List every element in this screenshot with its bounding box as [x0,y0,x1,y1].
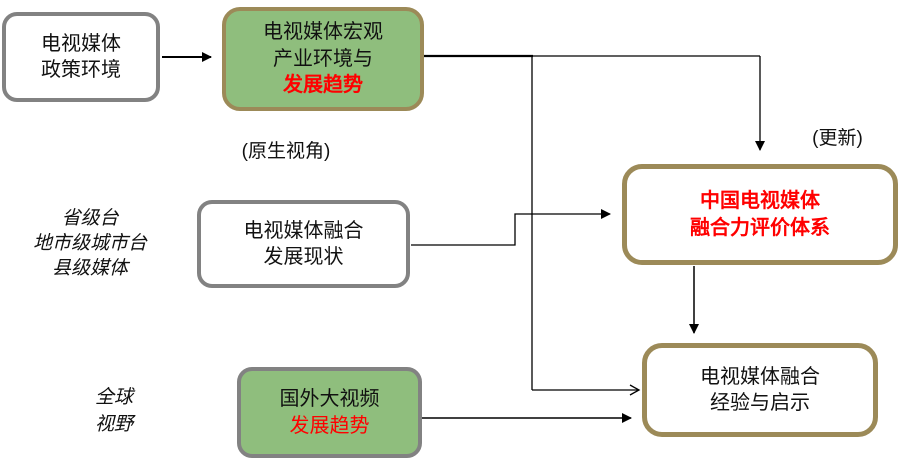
box-evaluation-system: 中国电视媒体 融合力评价体系 [622,164,898,265]
box-macro-industry-environment: 电视媒体宏观 产业环境与 发展趋势 [222,7,424,111]
label-level-county: 县级媒体 [51,258,128,279]
open-arrowhead-branch-to-experience [629,384,641,396]
box-status-line1: 电视媒体融合 [243,219,364,242]
box-policy-line1: 电视媒体 [41,32,121,55]
box-overseas-video: 国外大视频 发展趋势 [237,367,422,458]
box-experience-line2: 经验与启示 [710,392,810,414]
box-macro-line2: 产业环境与 [273,47,373,70]
label-level-province: 省级台 [61,208,119,229]
box-macro-highlight: 发展趋势 [283,74,363,97]
box-status-line2: 发展现状 [263,246,344,268]
box-fusion-status: 电视媒体融合 发展现状 [197,200,410,288]
box-evaluation-line1: 中国电视媒体 [700,190,820,213]
box-policy-line2: 政策环境 [41,59,121,81]
box-overseas-line1: 国外大视频 [279,388,380,411]
box-experience-insight: 电视媒体融合 经验与启示 [642,343,878,437]
label-global-vision: 全球 视野 [84,384,144,438]
label-global-line2: 视野 [94,414,133,435]
label-station-levels: 省级台 地市级城市台 县级媒体 [10,206,170,281]
box-evaluation-line2: 融合力评价体系 [690,216,830,239]
arrow-status-to-evaluation [411,209,611,246]
label-native-view: (原生视角) [241,141,331,162]
box-overseas-highlight: 发展趋势 [289,414,370,437]
box-experience-line1: 电视媒体融合 [700,365,820,388]
label-level-city: 地市级城市台 [32,233,147,254]
label-update: (更新) [812,128,863,149]
box-policy-environment: 电视媒体 政策环境 [2,12,160,102]
box-macro-line1: 电视媒体宏观 [263,21,383,44]
label-global-line1: 全球 [94,387,133,408]
